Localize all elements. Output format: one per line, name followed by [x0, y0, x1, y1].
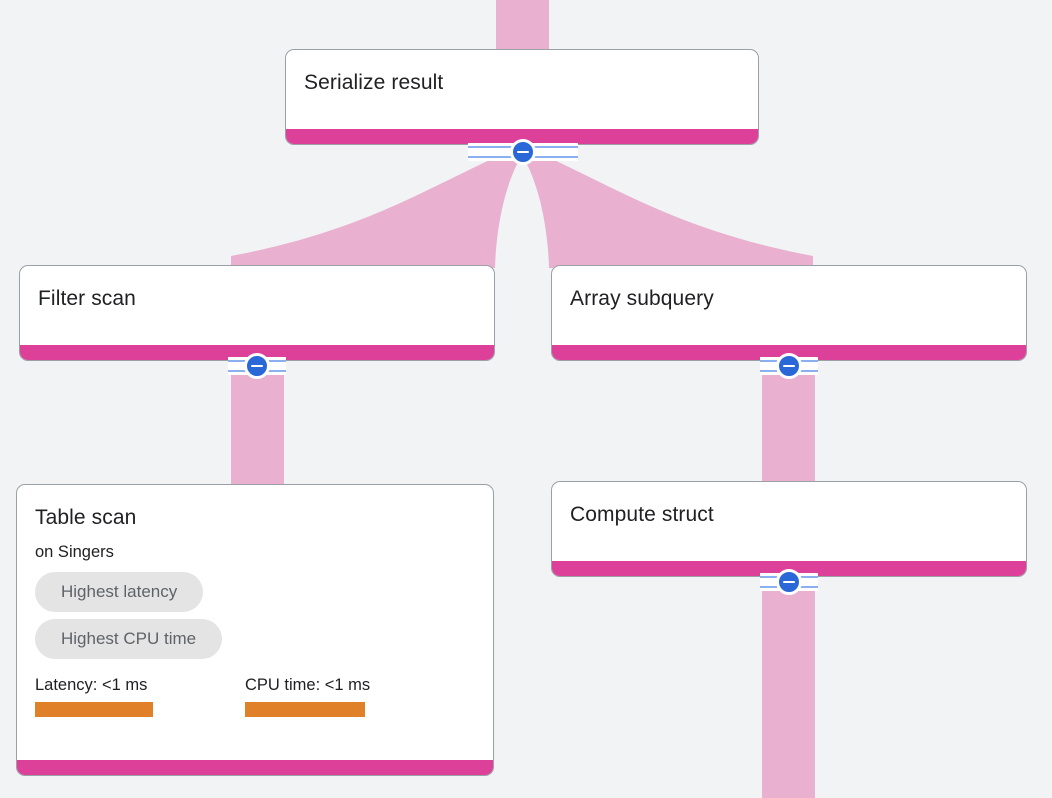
- node-body: Serialize result: [286, 50, 758, 129]
- edge-compute-struct-to-child: [762, 574, 815, 798]
- metric-cpu-time: CPU time: <1 ms: [245, 674, 370, 717]
- minus-circle-icon[interactable]: [510, 139, 536, 165]
- minus-glyph: [251, 364, 263, 368]
- node-title: Serialize result: [304, 71, 444, 94]
- node-title: Array subquery: [570, 287, 714, 310]
- badge-row: Highest CPU time: [35, 619, 475, 666]
- status-badge-highest-latency[interactable]: Highest latency: [35, 572, 204, 612]
- node-body: Array subquery: [552, 266, 1026, 345]
- node-body: Filter scan: [20, 266, 494, 345]
- status-badge-highest-cpu-time[interactable]: Highest CPU time: [35, 619, 223, 659]
- node-table-scan[interactable]: Table scan on Singers Highest latency Hi…: [16, 484, 494, 776]
- edge-serialize-to-array-subquery: [522, 150, 813, 268]
- node-compute-struct[interactable]: Compute struct: [551, 481, 1027, 577]
- node-accent-bar: [17, 760, 493, 775]
- metric-label: Latency: <1 ms: [35, 676, 148, 694]
- badge-row: Highest latency: [35, 572, 475, 619]
- collapse-toggle-array-subquery[interactable]: [760, 353, 818, 379]
- minus-glyph: [517, 150, 529, 154]
- minus-circle-icon[interactable]: [244, 353, 270, 379]
- node-subtitle: on Singers: [35, 543, 114, 561]
- node-filter-scan[interactable]: Filter scan: [19, 265, 495, 361]
- node-array-subquery[interactable]: Array subquery: [551, 265, 1027, 361]
- edge-serialize-to-filter-scan: [231, 150, 522, 268]
- node-serialize-result[interactable]: Serialize result: [285, 49, 759, 145]
- node-title: Compute struct: [570, 503, 714, 526]
- collapse-toggle-serialize-result[interactable]: [468, 139, 578, 165]
- metric-bar-latency: [35, 702, 153, 717]
- node-metric-list: Latency: <1 ms CPU time: <1 ms: [35, 674, 475, 717]
- node-accent-bar: [552, 561, 1026, 576]
- collapse-toggle-compute-struct[interactable]: [760, 569, 818, 595]
- metric-bar-cpu-time: [245, 702, 365, 717]
- minus-circle-icon[interactable]: [776, 353, 802, 379]
- node-accent-bar: [552, 345, 1026, 360]
- metric-label: CPU time: <1 ms: [245, 676, 371, 694]
- node-body: Table scan on Singers Highest latency Hi…: [17, 485, 493, 760]
- metric-latency: Latency: <1 ms: [35, 674, 153, 717]
- node-title: Table scan: [35, 506, 137, 529]
- minus-circle-icon[interactable]: [776, 569, 802, 595]
- node-accent-bar: [20, 345, 494, 360]
- node-title: Filter scan: [38, 287, 136, 310]
- minus-glyph: [783, 364, 795, 368]
- node-accent-bar: [286, 129, 758, 144]
- edge-parent-to-serialize: [496, 0, 549, 50]
- collapse-toggle-filter-scan[interactable]: [228, 353, 286, 379]
- minus-glyph: [783, 580, 795, 584]
- node-body: Compute struct: [552, 482, 1026, 561]
- node-badge-list: Highest latency Highest CPU time: [35, 572, 475, 666]
